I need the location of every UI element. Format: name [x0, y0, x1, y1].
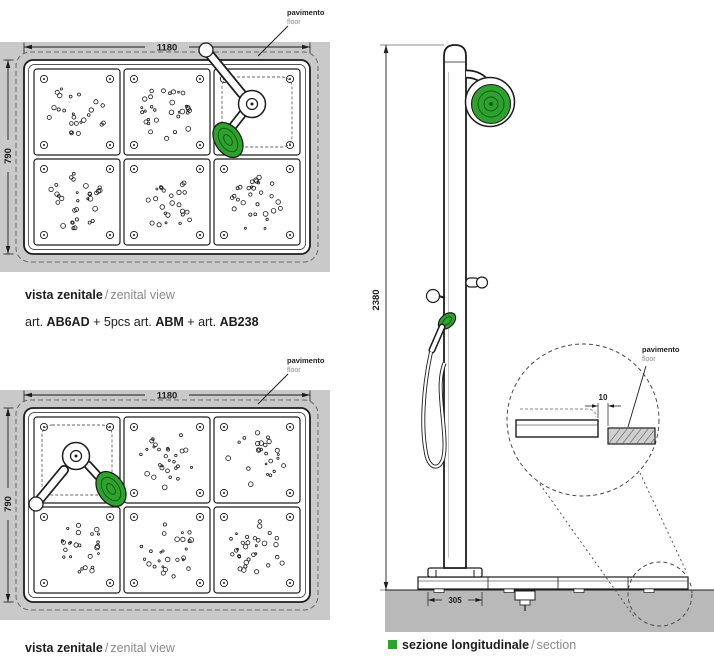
article-plus: + [187, 315, 195, 329]
ground-fill [385, 590, 714, 632]
detail-source-circle [627, 561, 693, 627]
article-quantity: + 5pcs [93, 315, 131, 329]
top-view-1: pavimento floor 1180 790 [0, 8, 330, 273]
floor-hatching [608, 428, 656, 444]
hand-shower-icon [421, 288, 457, 469]
overhead-shower-icon [464, 69, 516, 128]
caption-text-italian: sezione longitudinale [402, 638, 530, 652]
detail-circle: 10 pavimento floor [506, 343, 680, 497]
caption-text-italian: vista zenitale [25, 288, 103, 302]
article-prefix: art. [133, 315, 152, 329]
dimension-base-width: 305 [427, 592, 483, 606]
floor-label-en: floor [642, 356, 656, 363]
article-code-shower: AB238 [219, 315, 259, 329]
dimension-tray-depth: 790 [3, 148, 14, 164]
top-view-2: pavimento floor 1180 790 [0, 356, 330, 621]
dimension-tray-width: 1180 [157, 43, 178, 54]
article-codes: art. AB6AD + 5pcs art. ABM + art. AB238 [25, 315, 259, 329]
article-code-tray: AB6AD [46, 315, 90, 329]
svg-text:2380: 2380 [371, 289, 382, 310]
floor-label-it: pavimento [287, 356, 325, 365]
caption-separator: / [104, 641, 109, 655]
dimension-column-height: 2380 [371, 44, 444, 591]
svg-text:305: 305 [448, 596, 462, 605]
caption-section: sezione longitudinale/section [388, 638, 576, 652]
detail-leader-line [536, 479, 636, 619]
dimension-edge-gap: 10 [585, 393, 621, 426]
caption-top-view-2: vista zenitale/zenital view [25, 641, 175, 655]
article-prefix: art. [198, 315, 217, 329]
floor-label-it: pavimento [642, 345, 680, 354]
floor-label-en: floor [287, 19, 301, 26]
caption-text-english: zenital view [110, 641, 175, 655]
caption-text-english: section [536, 638, 577, 652]
floor-label-en: floor [287, 367, 301, 374]
caption-bullet-square [388, 640, 397, 649]
article-prefix: art. [25, 315, 44, 329]
caption-text-italian: vista zenitale [25, 641, 103, 655]
svg-text:10: 10 [599, 393, 608, 402]
dimension-tray-width: 1180 [157, 391, 178, 402]
dimension-tray-depth: 790 [3, 496, 14, 512]
mixer-lever-icon [465, 276, 489, 289]
caption-top-view-1: vista zenitale/zenital view [25, 288, 175, 302]
caption-separator: / [104, 288, 109, 302]
drain-icon [514, 590, 536, 611]
article-code-grate: ABM [155, 315, 184, 329]
section-view: 2380 305 [371, 44, 714, 632]
shower-column [427, 44, 483, 578]
overhead-shower-icon [28, 441, 127, 512]
caption-text-english: zenital view [110, 288, 175, 302]
shower-tray-section [417, 576, 689, 593]
caption-separator: / [531, 638, 535, 652]
detail-leader-line [639, 472, 688, 574]
floor-label-it: pavimento [287, 8, 325, 17]
overhead-shower-icon [198, 42, 267, 159]
